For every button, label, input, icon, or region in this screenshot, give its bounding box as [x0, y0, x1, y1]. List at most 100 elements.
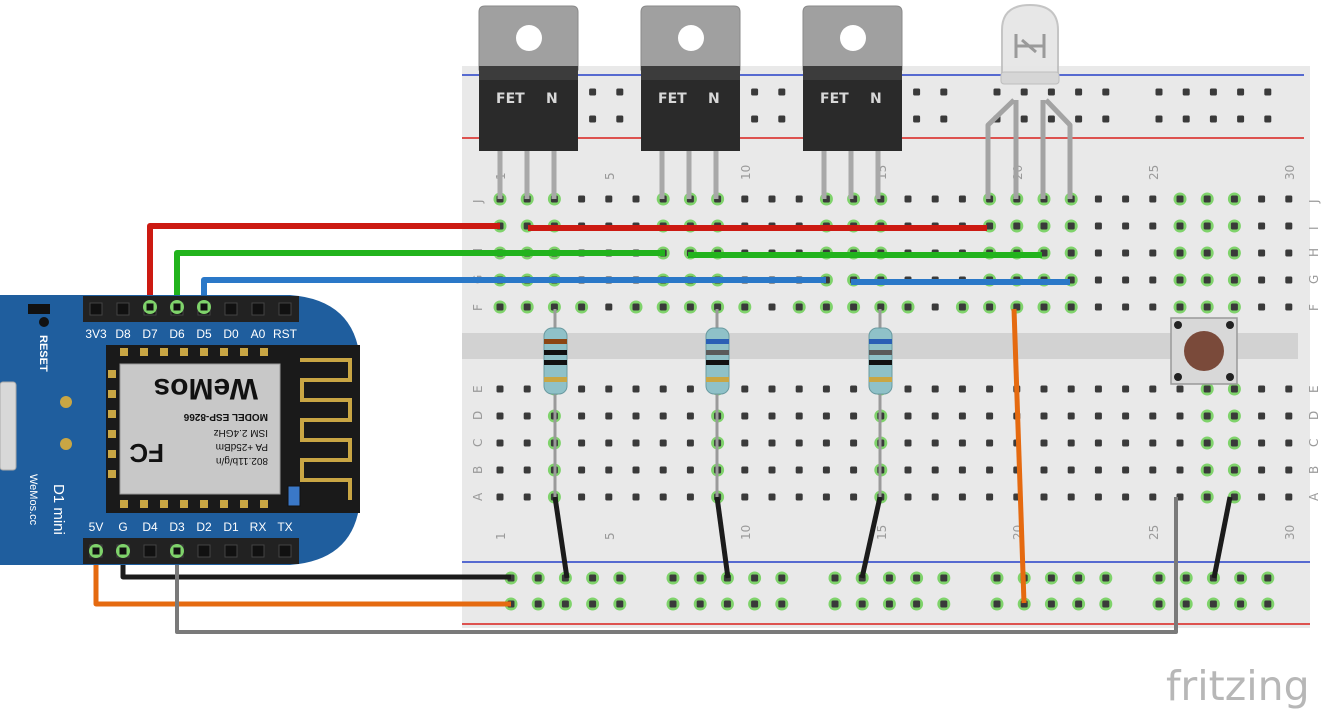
rail-hole	[913, 115, 921, 123]
rail-hole	[913, 574, 921, 582]
module-text-line: ISM 2.4GHz	[214, 427, 268, 438]
rail-hole	[993, 600, 1001, 608]
module-pad	[108, 450, 116, 458]
breadboard-hole	[496, 412, 504, 420]
breadboard-hole	[1040, 222, 1048, 230]
rail-hole	[1237, 115, 1245, 123]
breadboard-hole	[496, 303, 504, 311]
breadboard-hole	[931, 303, 939, 311]
breadboard-hole	[1285, 276, 1293, 284]
breadboard-hole	[958, 439, 966, 447]
rail-hole	[1102, 115, 1110, 123]
mosfet-hole	[678, 25, 704, 51]
rail-hole	[1102, 600, 1110, 608]
rail-hole	[1102, 88, 1110, 96]
module-pad	[108, 430, 116, 438]
breadboard-hole	[986, 303, 994, 311]
breadboard-hole	[686, 466, 694, 474]
header-pin-connected	[173, 547, 181, 555]
breadboard-hole	[850, 303, 858, 311]
breadboard-hole	[1230, 385, 1238, 393]
breadboard-hole	[822, 385, 830, 393]
rail-hole	[1075, 574, 1083, 582]
rail-hole	[1047, 574, 1055, 582]
module-brand: WeMos	[154, 372, 258, 405]
breadboard-hole	[986, 439, 994, 447]
resistor-2-band	[706, 339, 729, 344]
module-pad	[140, 500, 148, 508]
breadboard-hole	[1149, 412, 1157, 420]
rail-hole	[1237, 600, 1245, 608]
wire-red-d7	[147, 223, 500, 307]
row-letter: F	[471, 304, 485, 311]
rail-hole	[589, 115, 597, 123]
resistor-3-band	[869, 377, 892, 382]
mosfet-label: N	[708, 91, 720, 107]
breadboard-hole	[741, 303, 749, 311]
breadboard-hole	[768, 493, 776, 501]
breadboard-hole	[795, 385, 803, 393]
breadboard-hole	[1122, 385, 1130, 393]
row-letter: D	[471, 411, 485, 420]
breadboard-hole	[1122, 195, 1130, 203]
breadboard-hole	[1258, 385, 1266, 393]
breadboard-hole	[659, 439, 667, 447]
wire-black-jumper-1	[552, 496, 570, 579]
breadboard-hole	[795, 412, 803, 420]
breadboard-hole	[1040, 466, 1048, 474]
breadboard-hole	[822, 412, 830, 420]
breadboard-hole	[1176, 276, 1184, 284]
breadboard-hole	[578, 195, 586, 203]
breadboard-hole	[1122, 222, 1130, 230]
breadboard-hole	[958, 195, 966, 203]
breadboard-hole	[496, 385, 504, 393]
breadboard-hole	[1067, 493, 1075, 501]
breadboard-hole	[659, 412, 667, 420]
breadboard-hole	[1149, 222, 1157, 230]
breadboard-hole	[1258, 222, 1266, 230]
breadboard-hole	[931, 439, 939, 447]
breadboard-hole	[1230, 412, 1238, 420]
column-number: 1	[494, 532, 508, 540]
breadboard-hole	[1285, 493, 1293, 501]
breadboard-hole	[850, 466, 858, 474]
breadboard-hole	[850, 439, 858, 447]
breadboard-hole	[632, 439, 640, 447]
rail-hole	[858, 600, 866, 608]
breadboard-hole	[904, 303, 912, 311]
breadboard-hole	[768, 439, 776, 447]
rail-hole	[1209, 115, 1217, 123]
breadboard-hole	[768, 303, 776, 311]
breadboard-hole	[632, 195, 640, 203]
mosfet-label: FET	[820, 91, 849, 107]
row-letter: J	[471, 199, 485, 204]
header-pin	[197, 544, 211, 558]
breadboard-hole	[1258, 412, 1266, 420]
mosfet-body-top	[479, 66, 578, 80]
module-text-line: PA +25dBm	[216, 441, 268, 452]
breadboard-hole	[605, 439, 613, 447]
row-letter: E	[1307, 385, 1321, 393]
antenna-trace	[300, 358, 352, 500]
pin-label-bottom: 5V	[89, 520, 104, 534]
breadboard-hole	[904, 385, 912, 393]
column-number: 10	[739, 525, 753, 540]
rail-hole	[1264, 600, 1272, 608]
pin-label-top: D7	[142, 327, 158, 341]
board-pins	[89, 300, 292, 558]
breadboard-hole	[1122, 276, 1130, 284]
breadboard-hole	[1094, 466, 1102, 474]
module-pad	[108, 470, 116, 478]
breadboard-hole	[632, 493, 640, 501]
header-pin	[251, 544, 265, 558]
mosfet-body-top	[803, 66, 902, 80]
row-letter: C	[1307, 439, 1321, 447]
breadboard-hole	[1040, 249, 1048, 257]
breadboard-hole	[1285, 195, 1293, 203]
module-pad	[160, 348, 168, 356]
module-text: 802.11b/g/n PA +25dBm ISM 2.4GHz MODEL E…	[129, 372, 268, 468]
mosfet-label: N	[546, 91, 558, 107]
